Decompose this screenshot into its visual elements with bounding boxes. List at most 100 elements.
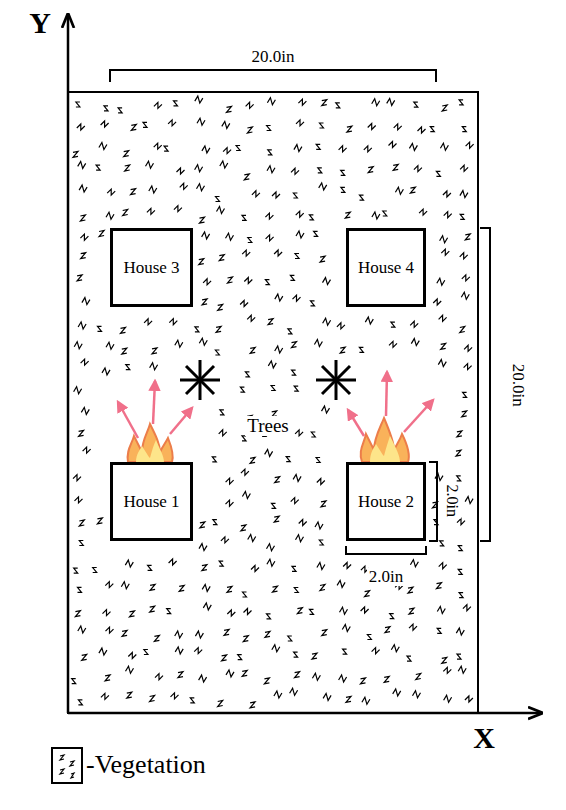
vegetation-mark [121,327,126,333]
vegetation-mark [144,319,152,325]
dimension-label: 20.0in [252,48,295,67]
vegetation-mark [292,370,296,375]
vegetation-mark [241,525,246,531]
vegetation-mark [297,608,302,614]
vegetation-mark [315,522,323,529]
vegetation-mark [459,593,463,598]
vegetation-mark [372,648,380,654]
vegetation-mark [409,624,417,630]
vegetation-mark [296,231,304,238]
vegetation-mark [243,636,248,642]
tree-symbol [316,360,356,400]
vegetation-mark [78,626,86,633]
vegetation-mark [272,503,276,508]
vegetation-mark [127,692,132,698]
vegetation-mark [442,105,447,111]
vegetation-mark [296,211,304,217]
vegetation-texture [72,96,474,708]
vegetation-mark [219,430,227,436]
vegetation-mark [460,214,464,219]
vegetation-mark [106,627,114,633]
vegetation-mark [164,146,168,151]
vegetation-mark [195,96,203,103]
x-axis [68,712,540,715]
vegetation-mark [79,185,87,192]
vegetation-mark [79,430,84,436]
vegetation-mark [443,191,451,197]
vegetation-mark [147,208,155,214]
vegetation-mark [73,475,81,481]
vegetation-mark [224,629,229,635]
vegetation-mark [416,674,421,680]
house-box: House 2 [346,462,426,541]
vegetation-mark [320,585,325,591]
vegetation-mark [130,611,135,617]
vegetation-mark [223,148,231,154]
vegetation-mark [146,161,154,168]
vegetation-mark [294,145,302,152]
vegetation-mark [248,535,256,542]
vegetation-mark [440,541,444,546]
vegetation-mark [294,588,298,593]
vegetation-mark [364,146,372,152]
vegetation-mark [458,569,462,574]
vegetation-mark [389,341,397,347]
house-label: House 1 [123,492,179,512]
vegetation-mark [219,255,224,261]
vegetation-mark [175,340,183,347]
vegetation-mark [273,586,278,592]
vegetation-mark [228,277,233,283]
vegetation-mark [414,166,422,172]
vegetation-mark [180,183,188,189]
vegetation-mark [442,657,447,663]
vegetation-mark [169,559,177,565]
vegetation-mark [106,212,114,219]
vegetation-mark [444,695,452,702]
vegetation-mark [430,127,434,132]
vegetation-mark [265,280,269,285]
vegetation-mark [155,674,163,680]
vegetation-mark [202,584,210,591]
vegetation-mark [337,580,345,587]
vegetation-mark [93,568,97,573]
dimension-label: 20.0in [508,364,527,407]
vegetation-mark [126,365,130,370]
vegetation-mark [339,146,347,152]
vegetation-mark [275,477,280,483]
vegetation-mark [220,410,224,415]
dimension-brackets [110,70,490,554]
vegetation-mark [150,606,155,612]
axis-label: X [473,721,495,754]
legend-label: -Vegetation [86,750,206,780]
vegetation-mark [178,672,183,678]
vegetation-mark [98,326,102,331]
vegetation-mark [247,127,252,133]
vegetation-mark [96,165,100,170]
vegetation-mark [79,541,83,546]
vegetation-mark [219,561,223,566]
vegetation-mark [213,520,217,525]
vegetation-mark [150,584,155,590]
vegetation-mark [215,350,219,355]
vegetation-mark [367,635,371,640]
vegetation-mark [361,607,369,613]
vegetation-mark [272,192,280,198]
vegetation-mark [226,500,234,506]
vegetation-mark [457,654,461,659]
vegetation-mark [238,655,242,660]
vegetation-mark [99,648,107,655]
vegetation-mark [438,360,446,367]
vegetation-mark [179,585,184,591]
vegetation-mark [268,150,272,155]
vegetation-mark [74,342,82,349]
vegetation-mark [465,234,470,240]
vegetation-mark [464,345,472,351]
vegetation-mark [441,249,449,255]
vegetation-mark [437,583,442,589]
vegetation-mark [194,648,202,654]
vegetation-mark [236,146,240,151]
vegetation-mark [299,520,307,526]
vegetation-mark [274,516,279,522]
dimension-label: 2.0in [443,483,461,519]
